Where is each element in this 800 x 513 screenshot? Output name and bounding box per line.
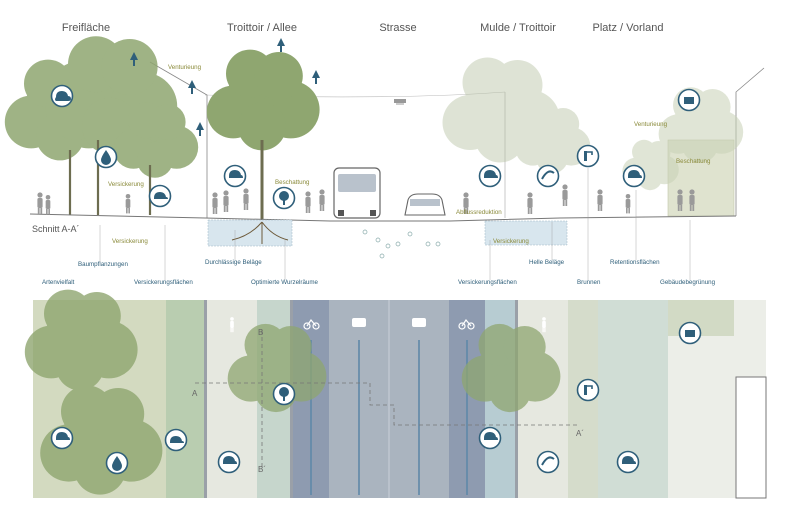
label-brunnen: Brunnen	[577, 279, 601, 286]
rain-cloud-icon	[50, 84, 74, 108]
cloud-icon	[148, 184, 172, 208]
swale-zone	[484, 220, 568, 246]
plan-swale-left	[166, 300, 204, 498]
infiltration-bubbles	[362, 229, 441, 259]
facade-greening-icon	[677, 88, 701, 112]
rain-cloud-icon	[478, 426, 502, 450]
label-artenvielfalt: Artenvielfalt	[42, 279, 75, 286]
street-tree-right	[442, 57, 591, 174]
bird-icon	[536, 450, 560, 474]
water-drop-icon	[94, 145, 118, 169]
bird-icon	[536, 164, 560, 188]
plan-facade-greening	[668, 300, 734, 336]
section-title: Schnitt A-A´	[32, 224, 80, 234]
rain-cloud-icon	[223, 164, 247, 188]
label-retentionsflaechen: Retentionsflächen	[610, 259, 660, 266]
street-tree-left	[206, 49, 320, 151]
plan-curb-left	[204, 300, 207, 498]
plan-view: A A´ B B´	[24, 289, 767, 499]
car	[404, 193, 446, 216]
rain-cloud-icon	[616, 450, 640, 474]
fountain-icon	[576, 144, 600, 168]
label-versickerung-swale: Versickerung	[493, 238, 529, 245]
marker-a: A	[192, 389, 198, 398]
section-view: Freifläche Troittoir / Allee Strasse Mul…	[4, 22, 765, 286]
building-left	[149, 61, 208, 218]
label-beschattung-wall: Beschattung	[676, 158, 711, 165]
zone-header-strasse: Strasse	[379, 22, 416, 34]
label-helle-belaege: Helle Beläge	[529, 259, 565, 266]
ground-line	[29, 213, 737, 222]
label-gebaeudebegruenung: Gebäudebegrünung	[660, 279, 716, 286]
rain-cloud-icon	[622, 164, 646, 188]
label-versickerungsflaechen-left: Versickerungsflächen	[134, 279, 193, 286]
label-beschattung-tree: Beschattung	[275, 179, 310, 186]
arrow-up-icon	[130, 38, 320, 136]
rain-cloud-icon	[478, 164, 502, 188]
zone-header-trottoir-allee: Troittoir / Allee	[227, 22, 297, 34]
street-lamp	[394, 99, 406, 105]
label-venturi-right: Venturieung	[634, 121, 668, 128]
marker-b: B	[258, 328, 263, 337]
fountain-icon	[576, 378, 600, 402]
zone-header-platz-vorland: Platz / Vorland	[593, 22, 664, 34]
zone-header-freiflaeche: Freifläche	[62, 22, 110, 34]
label-abflussreduktion: Abflussreduktion	[456, 209, 502, 216]
label-optimierte-wurzelraeume: Optimierte Wurzelräume	[251, 279, 318, 286]
bicycle-icon	[303, 318, 475, 330]
label-durchlaessige-belaege: Durchlässige Beläge	[205, 259, 262, 266]
tree-icon	[272, 382, 296, 406]
water-drop-icon	[105, 451, 129, 475]
rain-cloud-icon	[50, 426, 74, 450]
leader-lines	[99, 168, 691, 280]
zone-header-mulde-trottoir: Mulde / Troittoir	[480, 22, 556, 34]
cloud-icon	[164, 428, 188, 452]
facade-greening-icon	[678, 321, 702, 345]
marker-b-prime: B´	[258, 465, 266, 474]
plan-building-right	[735, 376, 767, 499]
label-versickerung-left-2: Versickerung	[112, 238, 148, 245]
label-versickerungsflaechen-right: Versickerungsflächen	[458, 279, 517, 286]
label-versickerung-left: Versickerung	[108, 181, 144, 188]
rain-cloud-icon	[217, 450, 241, 474]
bus	[333, 167, 381, 219]
label-venturi-left: Venturieung	[168, 64, 202, 71]
label-baumpflanzungen: Baumpflanzungen	[78, 261, 128, 268]
marker-a-prime: A´	[576, 429, 584, 438]
tree-icon	[272, 186, 296, 210]
car-icon	[352, 318, 426, 327]
